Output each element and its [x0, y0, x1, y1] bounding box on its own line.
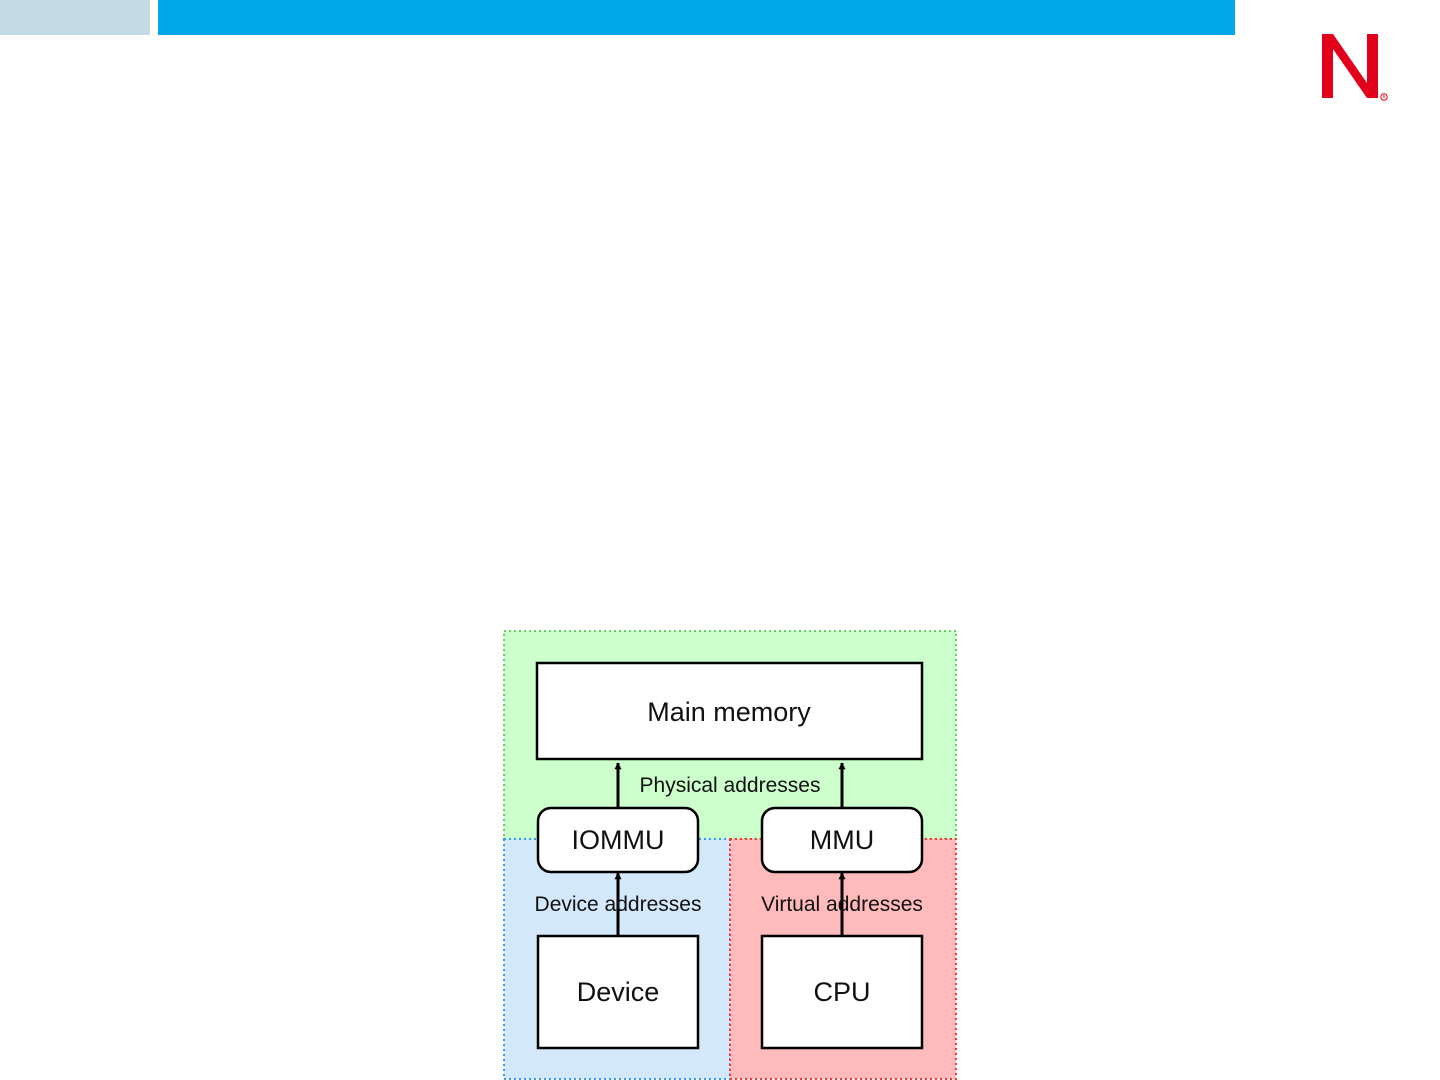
- mmu-label: MMU: [810, 825, 874, 855]
- novell-n-logo-icon: R: [1322, 34, 1388, 101]
- device-label: Device: [577, 977, 660, 1007]
- svg-text:R: R: [1383, 95, 1386, 100]
- iommu-label: IOMMU: [572, 825, 665, 855]
- cpu-label: CPU: [813, 977, 870, 1007]
- device-node: Device: [536, 934, 700, 1050]
- header-bar-accent: [0, 0, 150, 35]
- virtual-addresses-label: Virtual addresses: [761, 893, 923, 916]
- address-translation-diagram: Physical addresses Device addresses Virt…: [503, 630, 957, 1080]
- device-addresses-label: Device addresses: [535, 893, 702, 916]
- mmu-node: MMU: [760, 806, 924, 874]
- main-memory-label: Main memory: [647, 697, 811, 727]
- main-memory-node: Main memory: [535, 661, 924, 761]
- header-bar: [158, 0, 1235, 35]
- cpu-node: CPU: [760, 934, 924, 1050]
- iommu-node: IOMMU: [536, 806, 700, 874]
- physical-addresses-label: Physical addresses: [640, 774, 821, 797]
